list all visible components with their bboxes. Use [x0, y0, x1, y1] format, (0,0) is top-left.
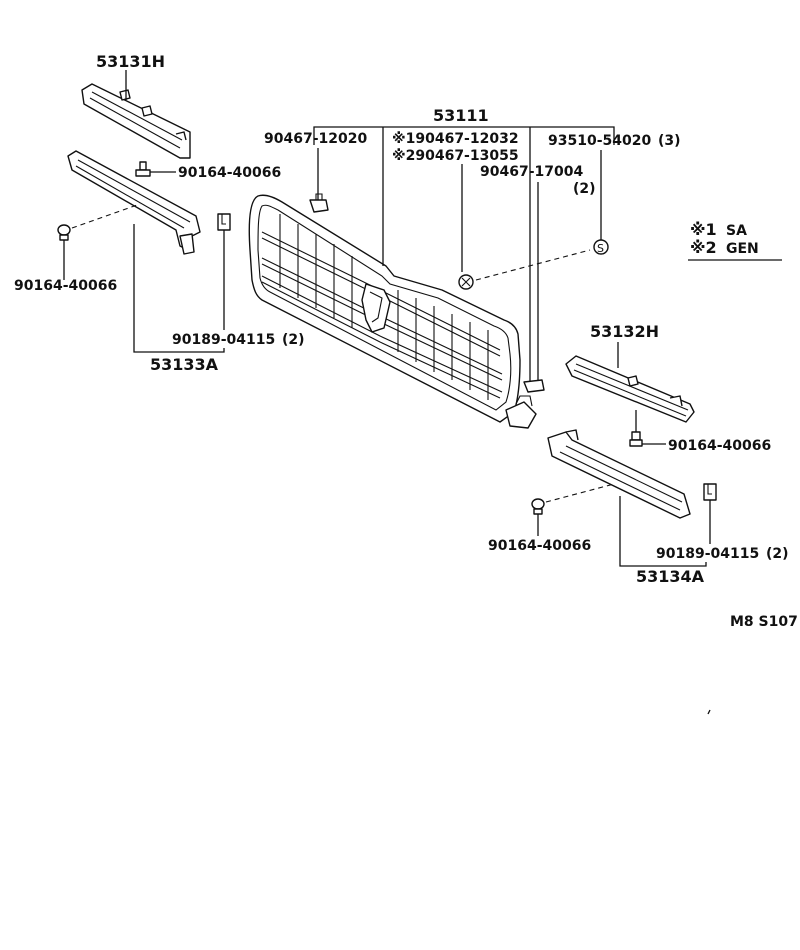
molding-53131H [81, 83, 191, 159]
label-90467-17004-qty: (2) [573, 181, 596, 197]
label-90467-12032: ※190467-12032 [392, 131, 519, 147]
diagram-reference-code: M8 S107 [730, 614, 798, 630]
label-93510-54020: 93510-54020 [548, 133, 651, 149]
clip-90189-04115-left [217, 213, 231, 330]
label-90467-12020: 90467-12020 [264, 131, 367, 147]
label-90164-40066-upper: 90164-40066 [178, 165, 281, 181]
legend-mark-2: ※2 [690, 238, 717, 257]
label-90467-13055: ※290467-13055 [392, 148, 519, 164]
s-circle-letter: S [597, 242, 604, 255]
clip-90467-17004 [523, 379, 545, 393]
label-90189-04115-left-qty: (2) [282, 332, 305, 348]
label-90189-04115-left: 90189-04115 [172, 332, 275, 348]
label-53134A: 53134A [636, 567, 705, 586]
bracket-53133A [67, 150, 201, 255]
label-53133A: 53133A [150, 355, 219, 374]
bolt-90164-40066-right [629, 410, 666, 447]
label-90467-17004: 90467-17004 [480, 164, 583, 180]
label-90164-40066-right: 90164-40066 [668, 438, 771, 454]
s-circle-marker: S [593, 239, 609, 255]
clip-90467-12032-13055 [458, 274, 474, 290]
grille-cells [279, 214, 489, 400]
bolt-90164-40066-upper [135, 161, 176, 177]
bolt-90164-40066-bottom [531, 483, 615, 536]
bracket-53134A [547, 429, 691, 519]
label-90164-40066-bottom: 90164-40066 [488, 538, 591, 554]
label-90164-40066-left: 90164-40066 [14, 278, 117, 294]
label-90189-04115-right: 90189-04115 [656, 546, 759, 562]
radiator-grille-53111 [248, 194, 537, 429]
label-93510-54020-qty: (3) [658, 133, 681, 149]
legend-text-1: SA [726, 223, 747, 239]
label-53132H: 53132H [590, 322, 659, 341]
label-53131H: 53131H [96, 52, 165, 71]
label-53111: 53111 [433, 106, 489, 125]
molding-53132H [565, 355, 695, 423]
legend: ※1 SA ※2 GEN [688, 220, 782, 261]
legend-text-2: GEN [726, 241, 759, 257]
clip-90189-04115-right [703, 483, 717, 544]
clip-90467-12020 [309, 193, 329, 213]
label-90189-04115-right-qty: (2) [766, 546, 789, 562]
legend-mark-1: ※1 [690, 220, 717, 239]
bolt-90164-40066-left [57, 203, 141, 280]
